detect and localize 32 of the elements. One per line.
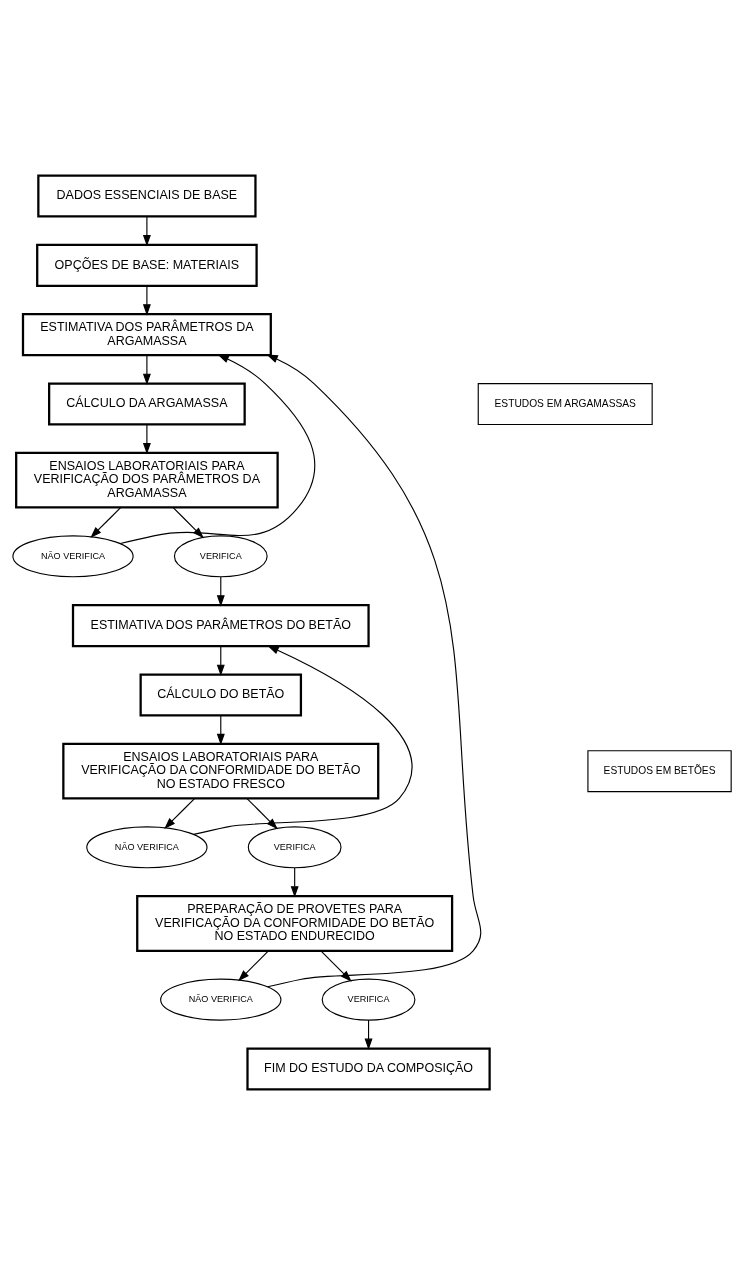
arrow: [238, 950, 269, 982]
arrow: [216, 715, 225, 746]
node-ellipse: VERIFICA: [247, 826, 342, 869]
node-box: CÁLCULO DO BETÃO: [139, 673, 303, 717]
arrow: [216, 645, 225, 677]
arrow: [90, 507, 122, 538]
node-box: ESTIMATIVA DOS PARÂMETROS DA ARGAMASSA: [21, 313, 272, 357]
node-ellipse: VERIFICA: [321, 978, 416, 1021]
node-box: ESTIMATIVA DOS PARÂMETROS DO BETÃO: [71, 604, 370, 648]
node-ellipse: NÃO VERIFICA: [12, 535, 134, 578]
node-box: ENSAIOS LABORATORIAIS PARA VERIFICAÇÃO DOS PARÂMETROS DA ARGAMASSA: [15, 451, 279, 509]
node-box: ENSAIOS LABORATORIAIS PARA VERIFICAÇÃO DA CONFORMIDADE DO BETÃO NO ESTADO FRESCO: [62, 742, 380, 800]
arrow: [142, 424, 151, 455]
arrow: [142, 216, 151, 247]
node-box: FIM DO ESTUDO DA COMPOSIÇÃO: [246, 1047, 491, 1091]
arrow: [216, 576, 225, 607]
node-ellipse: NÃO VERIFICA: [86, 826, 208, 869]
arrow: [164, 798, 196, 829]
node-box: ESTUDOS EM ARGAMASSAS: [477, 383, 653, 426]
arrow: [364, 1019, 373, 1050]
node-box: DADOS ESSENCIAIS DE BASE: [37, 174, 257, 218]
node-box: ESTUDOS EM BETÕES: [587, 750, 732, 793]
node-box: OPÇÕES DE BASE: MATERIAIS: [36, 243, 258, 287]
node-ellipse: VERIFICA: [173, 535, 268, 578]
node-box: PREPARAÇÃO DE PROVETES PARA VERIFICAÇÃO DA CONFORMIDADE DO BETÃO NO ESTADO ENDURECIDO: [136, 895, 454, 952]
node-box: CÁLCULO DA ARGAMASSA: [48, 382, 246, 426]
arrow: [142, 354, 151, 386]
node-ellipse: NÃO VERIFICA: [160, 978, 282, 1021]
arrow: [119, 354, 316, 545]
arrow: [142, 285, 151, 316]
arrow: [193, 645, 413, 835]
arrow: [290, 867, 299, 898]
